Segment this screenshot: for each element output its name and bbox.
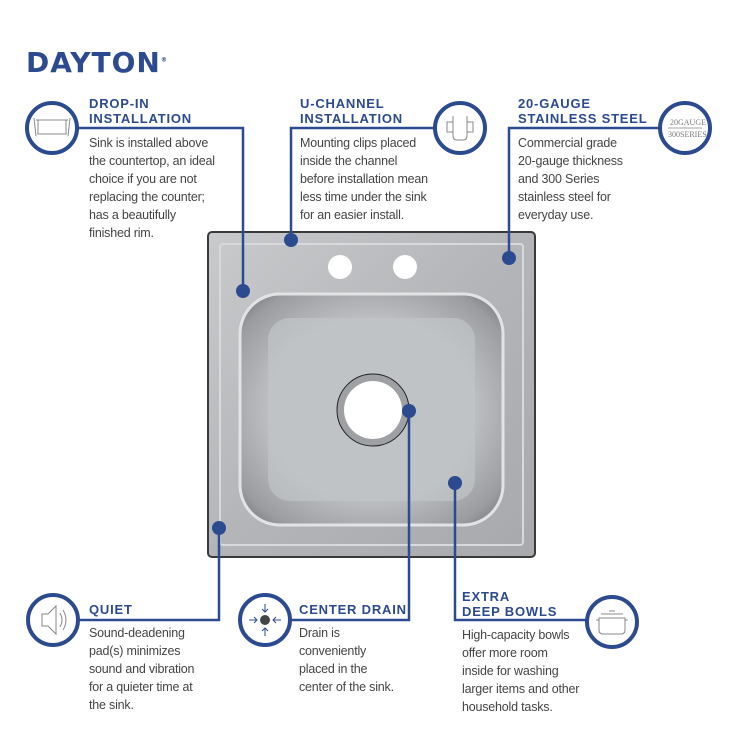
dayton-logo: DAYTON® [26, 46, 168, 79]
speaker-icon [26, 593, 80, 647]
gauge-icon-top: 20GAUGE [670, 118, 706, 127]
callout-dot [212, 521, 226, 535]
feature-body-drop-in: Sink is installed above the countertop, … [89, 136, 215, 240]
callout-dot [236, 284, 250, 298]
gauge-icon-bottom: 300SERIES [668, 130, 707, 139]
callout-dot [502, 251, 516, 265]
drop-in-sink-icon [25, 101, 79, 155]
callout-dot [284, 233, 298, 247]
u-channel-clip-icon [433, 101, 487, 155]
feature-body-gauge: Commercial grade 20-gauge thickness and … [518, 136, 623, 222]
sink-image [207, 231, 536, 558]
callout-dots [212, 233, 516, 535]
feature-title-u-channel: U-CHANNEL INSTALLATION [300, 96, 403, 126]
faucet-hole [328, 255, 352, 279]
feature-body-u-channel: Mounting clips placed inside the channel… [300, 136, 428, 222]
feature-title-quiet: QUIET [89, 602, 133, 617]
leader-lines [77, 126, 660, 622]
feature-body-quiet: Sound-deadening pad(s) minimizes sound a… [89, 626, 195, 712]
callout-dot [448, 476, 462, 490]
feature-title-deep-bowls: EXTRA DEEP BOWLS [462, 589, 558, 619]
feature-body-deep-bowls: High-capacity bowls offer more room insi… [462, 628, 580, 714]
feature-body-center-drain: Drain is conveniently placed in the cent… [299, 626, 394, 694]
drain-hole [344, 381, 402, 439]
feature-title-drop-in: DROP-IN INSTALLATION [89, 96, 192, 126]
pot-icon [585, 595, 639, 649]
callout-dot [402, 404, 416, 418]
faucet-hole [393, 255, 417, 279]
feature-title-center-drain: CENTER DRAIN [299, 602, 407, 617]
feature-title-gauge: 20-GAUGE STAINLESS STEEL [518, 96, 648, 126]
